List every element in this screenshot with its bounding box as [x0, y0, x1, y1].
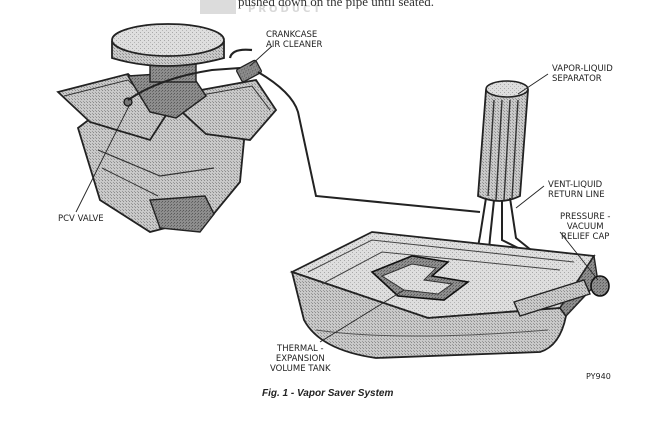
leader-lines: [75, 45, 599, 343]
crankcase-air-cleaner-part: [228, 48, 262, 83]
label-crankcase-air-cleaner: CRANKCASE AIR CLEANER: [266, 30, 323, 50]
header-text: pushed down on the pipe until seated.: [238, 0, 435, 9]
pcv-hose: [127, 67, 241, 101]
label-thermal-expansion-volume-tank: THERMAL - EXPANSION VOLUME TANK: [270, 344, 331, 374]
figure-caption: Fig. 1 - Vapor Saver System: [262, 388, 394, 399]
label-vapor-liquid-separator: VAPOR-LIQUID SEPARATOR: [552, 64, 613, 84]
vent-line-from-engine: [257, 71, 481, 213]
watermark-text: PRODUCT: [248, 4, 324, 15]
fuel-tank-part: [289, 231, 610, 359]
label-pressure-vacuum-relief-cap: PRESSURE - VACUUM RELIEF CAP: [560, 212, 611, 242]
figure-code: PY940: [586, 372, 611, 381]
label-vent-liquid-return-line: VENT-LIQUID RETURN LINE: [548, 180, 605, 200]
thermal-expansion-tank-part: [370, 255, 470, 301]
engine-drawing: [56, 23, 278, 233]
vapor-liquid-separator-part: [477, 80, 529, 202]
header-gray-block: [200, 0, 236, 14]
label-pcv-valve: PCV VALVE: [58, 214, 104, 224]
